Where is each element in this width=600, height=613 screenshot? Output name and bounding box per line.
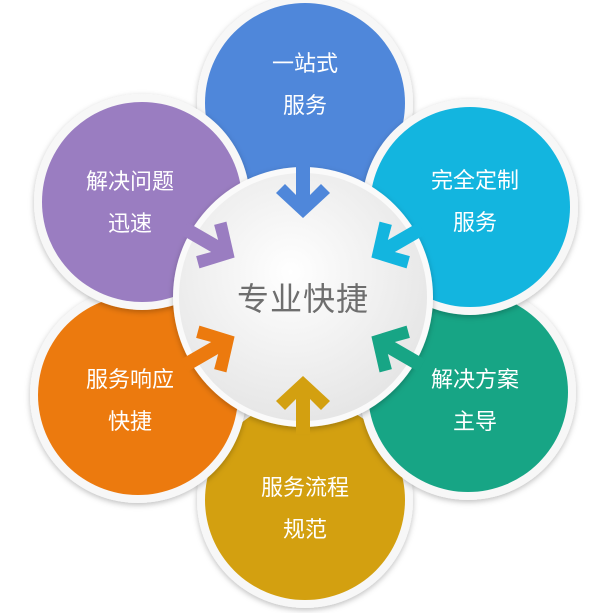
petal-label-one-stop: 一站式 服务 bbox=[225, 44, 385, 128]
center-circle bbox=[179, 173, 427, 421]
arrow-icon bbox=[180, 325, 235, 373]
petal-blue bbox=[197, 0, 413, 211]
petal-label-solution: 解决方案 主导 bbox=[395, 360, 555, 444]
petal-label-line2: 规范 bbox=[282, 518, 327, 543]
petal-label-response: 服务响应 快捷 bbox=[50, 360, 210, 444]
arrow-icon bbox=[371, 325, 426, 373]
petal-label-line1: 一站式 bbox=[271, 52, 338, 77]
petal-label-custom: 完全定制 服务 bbox=[395, 161, 555, 245]
petal-label-line1: 服务流程 bbox=[260, 476, 349, 501]
petal-label-line1: 服务响应 bbox=[85, 368, 174, 393]
petal-gold bbox=[197, 392, 413, 608]
petal-label-line2: 主导 bbox=[452, 410, 497, 435]
petal-label-line1: 解决问题 bbox=[85, 170, 174, 195]
center-label: 专业快捷 bbox=[236, 280, 370, 318]
arrow-icon bbox=[276, 376, 330, 434]
petal-label-line2: 服务 bbox=[282, 94, 327, 119]
petal-label-line1: 完全定制 bbox=[430, 169, 519, 194]
petal-label-problem: 解决问题 迅速 bbox=[50, 162, 210, 246]
petal-label-process: 服务流程 规范 bbox=[225, 468, 385, 552]
arrow-icon bbox=[180, 221, 235, 269]
petal-label-line2: 迅速 bbox=[107, 212, 152, 237]
petal-label-line1: 解决方案 bbox=[430, 368, 519, 393]
arrow-icon bbox=[276, 160, 330, 218]
petal-label-line2: 服务 bbox=[452, 211, 497, 236]
petal-label-line2: 快捷 bbox=[107, 410, 152, 435]
arrow-icon bbox=[371, 221, 426, 269]
petal-circle bbox=[205, 3, 405, 203]
petal-circle bbox=[205, 400, 405, 600]
